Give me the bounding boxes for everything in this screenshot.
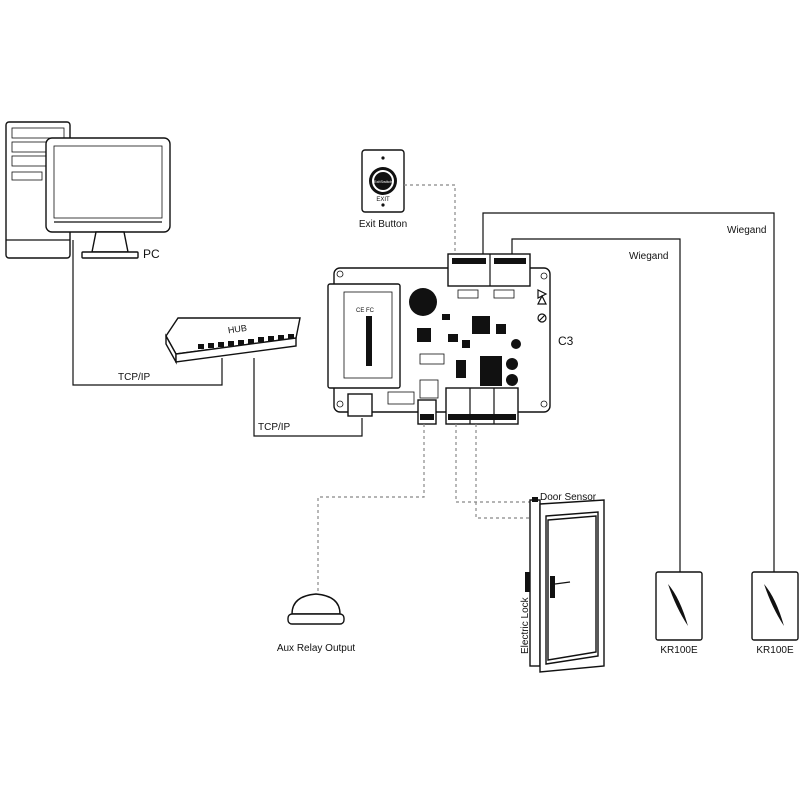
controller-board-icon: CE FC	[327, 253, 551, 425]
wiegand-label-1: Wiegand	[727, 225, 766, 236]
exit-button-icon: ExitSwitch EXIT	[361, 149, 405, 213]
tcpip-label-1: TCP/IP	[118, 372, 151, 383]
tcpip-label-2: TCP/IP	[258, 422, 291, 433]
reader-label-1: KR100E	[660, 645, 698, 656]
aux-relay-link	[317, 424, 425, 592]
wiegand-label-2: Wiegand	[629, 251, 668, 262]
exit-button-link	[404, 184, 456, 262]
wiegand-link-2	[511, 238, 681, 572]
hub-label: HUB	[227, 323, 247, 336]
exit-plate-label: EXIT	[376, 197, 390, 203]
door-sensor-label: Door Sensor	[540, 492, 597, 503]
wiegand-link-1	[482, 212, 775, 572]
tcpip-pc-link	[72, 240, 223, 386]
exit-button-label: Exit Button	[359, 219, 407, 230]
reader-icon-1	[655, 571, 703, 641]
reader-icon-2	[751, 571, 799, 641]
door-icon	[525, 497, 605, 673]
reader-label-2: KR100E	[756, 645, 794, 656]
pc-label: PC	[143, 247, 160, 261]
pc-group: PC	[5, 121, 171, 261]
hub-icon: HUB	[165, 317, 301, 365]
electric-lock-link	[475, 424, 530, 519]
electric-lock-label: Electric Lock	[520, 596, 531, 654]
aux-relay-label: Aux Relay Output	[277, 643, 356, 654]
module-ce-mark: CE FC	[356, 308, 375, 314]
siren-icon	[287, 593, 345, 625]
door-sensor-link	[455, 424, 530, 503]
hub-ports	[198, 334, 294, 349]
monitor-icon	[45, 137, 171, 259]
exit-cap-label: ExitSwitch	[374, 179, 392, 184]
controller-label: C3	[558, 334, 574, 348]
tcpip-controller-link	[253, 358, 363, 437]
